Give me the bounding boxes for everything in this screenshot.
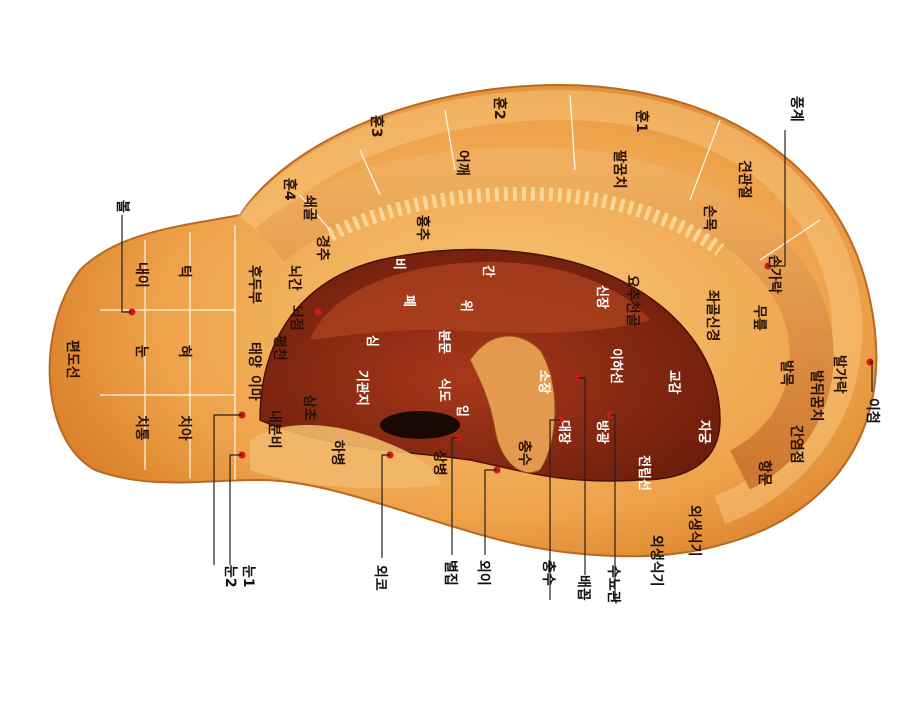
label-clavicle: 쇄골 [301, 195, 317, 221]
label-esophagus: 식도 [436, 378, 452, 402]
label-upper-tragus: 상병 [431, 450, 448, 476]
callout-cheek: 볼 [114, 200, 130, 213]
label-bladder: 방광 [594, 420, 610, 444]
label-tooth: 치아 [176, 415, 193, 441]
label-temple: 태양 [246, 342, 262, 368]
helix-segments [299, 94, 821, 261]
label-bronchus: 기관지 [354, 370, 370, 406]
label-parotid: 이하선 [608, 348, 624, 384]
label-external-genitalia: 외생식기 [686, 505, 703, 557]
label-wrist: 손목 [701, 205, 717, 231]
label-uterus: 자궁 [696, 420, 711, 444]
label-shoulder: 어깨 [454, 150, 471, 176]
helix-crus [469, 335, 556, 474]
callout-labels: 볼 눈1 눈2 외코 별집 외이 충수 배꼽 수뇨관 외생식기 풍계 이첨 [114, 96, 881, 604]
callout-navel: 배꼽 [575, 575, 591, 601]
label-elbow: 팔꿈치 [611, 150, 628, 189]
label-cardia: 분문 [436, 330, 451, 354]
label-stomach: 위 [458, 300, 473, 312]
label-kidney: 신장 [594, 285, 610, 309]
label-triple-burner: 삼초 [301, 395, 317, 421]
callout-appendix: 충수 [540, 560, 556, 586]
callout-hunger: 별집 [442, 560, 459, 586]
label-lumbosacral: 요추천골 [624, 275, 640, 327]
leader-lines [121, 130, 873, 600]
label-shoulder-joint: 견관절 [736, 160, 753, 199]
label-h3: 훈3 [368, 115, 385, 138]
label-cervical: 경추 [314, 235, 331, 261]
callout-apex: 이첨 [864, 398, 881, 424]
label-h4: 훈4 [281, 178, 298, 201]
label-sympathetic: 교감 [666, 370, 681, 394]
callout-external-genitalia: 외생식기 [648, 535, 665, 587]
antihelix-ridge [255, 147, 834, 490]
label-large-intestine: 대장 [556, 420, 572, 444]
label-finger: 손가락 [766, 255, 782, 294]
label-h2: 훈2 [491, 97, 508, 120]
label-anus: 항문 [756, 460, 773, 486]
callout-ext-nose2: 외코 [372, 565, 389, 591]
label-hepatitis: 간염점 [788, 425, 805, 464]
concha-labels: 폐 심 기관지 비 간 위 분문 식도 입 신장 소장 대장 이하선 방광 전립… [354, 258, 711, 491]
label-knee: 무릎 [751, 305, 767, 331]
label-spleen: 비 [391, 258, 406, 270]
label-toe: 발가락 [831, 355, 848, 394]
label-inner-ear: 내이 [133, 262, 150, 288]
label-thoracic: 흉추 [414, 215, 431, 241]
label-tongue: 혀 [176, 345, 193, 358]
helix-labels: 훈4 훈3 훈2 훈1 어깨 팔꿈치 손목 손가락 견관절 쇄골 [281, 97, 782, 294]
callout-ext-ear: 외이 [475, 560, 492, 586]
tragus-labels: 뇌간 뇌점 평천 태양 이마 후두부 내분비 삼초 하병 상병 충수 [246, 265, 532, 476]
label-heart: 심 [364, 335, 380, 347]
callout-ureter: 수뇨관 [605, 565, 622, 604]
dot-brain [314, 308, 322, 316]
label-endocrine: 내분비 [266, 410, 282, 449]
label-mouth: 입 [454, 405, 469, 417]
label-toothache: 치통 [133, 415, 149, 441]
label-small-intestine: 소장 [536, 370, 552, 394]
callout-wind-stream: 풍계 [788, 96, 804, 122]
label-lung: 폐 [401, 295, 416, 307]
label-appendix-in: 충수 [516, 440, 532, 466]
callout-eye1: 눈1 [240, 565, 256, 588]
callout-eye2: 눈2 [222, 565, 238, 588]
label-liver: 간 [480, 265, 496, 277]
vertebrae-texture [326, 186, 725, 256]
tragus [250, 425, 440, 489]
label-tonsil: 편도선 [64, 340, 81, 379]
label-h1: 훈1 [633, 110, 650, 133]
label-prostate: 전립선 [636, 455, 652, 491]
ear-canal [380, 411, 460, 439]
label-occiput: 후두부 [246, 265, 262, 304]
label-heel: 발뒤꿈치 [808, 370, 825, 422]
label-jaw: 턱 [176, 265, 193, 278]
label-brain: 뇌점 [288, 305, 305, 331]
antihelix-labels: 경추 흉추 요추천골 좌골신경 무릎 발목 발가락 발뒤꿈치 항문 간염점 외생… [314, 215, 848, 557]
label-lower-tragus: 하병 [329, 440, 346, 466]
label-brainstem: 뇌간 [286, 265, 303, 291]
label-forehead: 이마 [246, 375, 263, 401]
lobe-labels: 편도선 내이 눈 치통 턱 혀 치아 [64, 262, 193, 441]
label-asthma: 평천 [271, 335, 288, 361]
label-eye: 눈 [133, 345, 149, 358]
helix-rim [238, 89, 863, 525]
label-ankle: 발목 [778, 360, 795, 386]
cymba-concha [310, 261, 650, 340]
label-sciatic: 좌골신경 [704, 290, 721, 342]
